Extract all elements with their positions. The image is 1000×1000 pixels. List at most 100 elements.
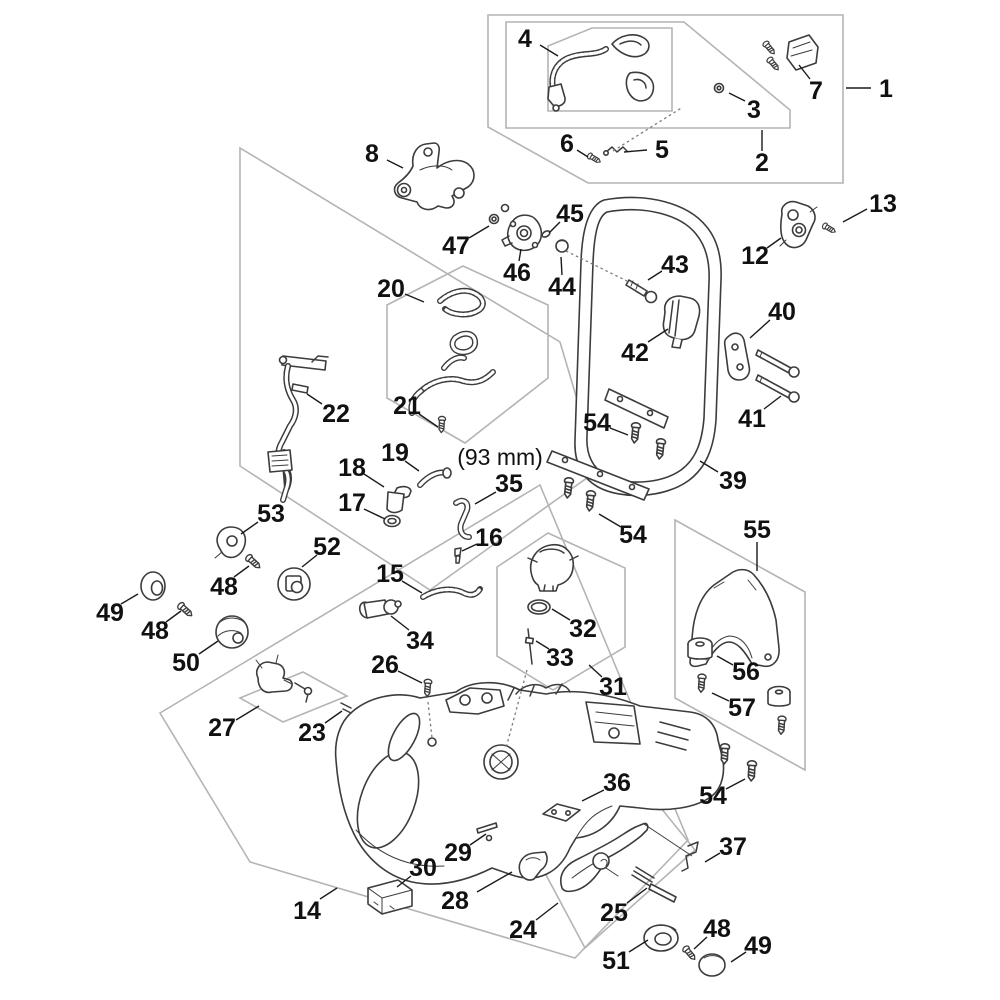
callout-20-21[interactable]: 20 xyxy=(377,275,425,303)
part-number-label-24[interactable]: 24 xyxy=(509,916,537,944)
part-number-label-40[interactable]: 40 xyxy=(768,298,796,326)
callout-15-29[interactable]: 15 xyxy=(376,560,423,594)
callout-51-51[interactable]: 51 xyxy=(602,939,649,975)
part-number-label-43[interactable]: 43 xyxy=(661,251,689,279)
callout-5-5[interactable]: 5 xyxy=(623,136,669,164)
part-number-label-16[interactable]: 16 xyxy=(475,524,503,552)
callout-40-14[interactable]: 40 xyxy=(749,298,796,339)
part-number-label-26[interactable]: 26 xyxy=(371,651,399,679)
part-number-label-31[interactable]: 31 xyxy=(599,673,627,701)
callout-26-31[interactable]: 26 xyxy=(371,651,423,684)
callout-29-45[interactable]: 29 xyxy=(444,833,487,867)
part-number-label-29[interactable]: 29 xyxy=(444,839,472,867)
part-number-label-2[interactable]: 2 xyxy=(755,149,769,177)
part-number-label-13[interactable]: 13 xyxy=(869,190,897,218)
part-number-label-21[interactable]: 21 xyxy=(393,392,421,420)
callout-6-6[interactable]: 6 xyxy=(560,130,589,158)
callout-36-47[interactable]: 36 xyxy=(581,769,631,802)
part-number-label-17[interactable]: 17 xyxy=(338,489,366,517)
part-number-label-36[interactable]: 36 xyxy=(603,769,631,797)
callout-2-4[interactable]: 2 xyxy=(755,130,769,177)
callout-45-10[interactable]: 45 xyxy=(548,200,584,234)
callout-54-19[interactable]: 54 xyxy=(583,409,629,437)
part-number-label-45[interactable]: 45 xyxy=(556,200,584,228)
callout-19-24[interactable]: 19 xyxy=(381,439,420,472)
part-number-label-51[interactable]: 51 xyxy=(602,947,630,975)
callout-34-30[interactable]: 34 xyxy=(390,615,434,655)
callout-14-43[interactable]: 14 xyxy=(293,887,338,925)
part-number-label-3[interactable]: 3 xyxy=(747,96,761,124)
part-number-label-1[interactable]: 1 xyxy=(879,75,893,103)
part-number-label-23[interactable]: 23 xyxy=(298,719,326,747)
part-number-label-42[interactable]: 42 xyxy=(621,339,649,367)
callout-49-38[interactable]: 49 xyxy=(96,593,139,627)
callout-24-48[interactable]: 24 xyxy=(509,902,559,944)
callout-22-23[interactable]: 22 xyxy=(306,393,350,428)
part-number-label-48[interactable]: 48 xyxy=(210,573,238,601)
part-number-label-35[interactable]: 35 xyxy=(495,470,523,498)
part-number-label-20[interactable]: 20 xyxy=(377,275,405,303)
callout-12-13[interactable]: 12 xyxy=(741,237,782,270)
callout-41-17[interactable]: 41 xyxy=(738,395,782,433)
callout-48-36[interactable]: 48 xyxy=(210,565,250,601)
callout-30-44[interactable]: 30 xyxy=(396,854,437,888)
callout-3-1[interactable]: 3 xyxy=(728,92,761,124)
part-number-label-33[interactable]: 33 xyxy=(546,644,574,672)
part-number-label-37[interactable]: 37 xyxy=(719,833,747,861)
callout-50-40[interactable]: 50 xyxy=(172,640,219,677)
part-number-label-34[interactable]: 34 xyxy=(406,627,434,655)
part-number-label-4[interactable]: 4 xyxy=(518,25,532,53)
part-number-label-19[interactable]: 19 xyxy=(381,439,409,467)
callout-13-12[interactable]: 13 xyxy=(842,190,897,223)
callout-16-28[interactable]: 16 xyxy=(461,524,503,552)
part-number-label-41[interactable]: 41 xyxy=(738,405,766,433)
part-number-label-57[interactable]: 57 xyxy=(728,694,756,722)
part-number-label-8[interactable]: 8 xyxy=(365,140,379,168)
part-number-label-25[interactable]: 25 xyxy=(600,899,628,927)
part-number-label-50[interactable]: 50 xyxy=(172,649,200,677)
part-number-label-46[interactable]: 46 xyxy=(503,259,531,287)
callout-33-33[interactable]: 33 xyxy=(535,640,574,672)
callout-46-9[interactable]: 46 xyxy=(503,248,531,287)
part-number-label-39[interactable]: 39 xyxy=(719,467,747,495)
callout-54-20[interactable]: 54 xyxy=(598,513,647,549)
callout-52-37[interactable]: 52 xyxy=(301,533,341,568)
callout-53-35[interactable]: 53 xyxy=(240,500,285,535)
callout-32-32[interactable]: 32 xyxy=(551,608,597,643)
callout-47-8[interactable]: 47 xyxy=(442,225,490,260)
part-number-label-53[interactable]: 53 xyxy=(257,500,285,528)
callout-8-7[interactable]: 8 xyxy=(365,140,404,169)
part-number-label-55[interactable]: 55 xyxy=(743,516,771,544)
callout-48-52[interactable]: 48 xyxy=(693,915,731,950)
part-number-label-56[interactable]: 56 xyxy=(732,658,760,686)
callout-23-42[interactable]: 23 xyxy=(298,710,343,747)
part-number-label-48[interactable]: 48 xyxy=(703,915,731,943)
callout-27-41[interactable]: 27 xyxy=(208,705,260,742)
part-number-label-48[interactable]: 48 xyxy=(141,617,169,645)
part-number-label-7[interactable]: 7 xyxy=(809,77,823,105)
part-number-label-32[interactable]: 32 xyxy=(569,615,597,643)
callout-18-25[interactable]: 18 xyxy=(338,454,385,488)
callout-42-16[interactable]: 42 xyxy=(621,328,669,367)
callout-21-22[interactable]: 21 xyxy=(393,392,439,428)
callout-7-2[interactable]: 7 xyxy=(798,64,823,105)
part-number-label-49[interactable]: 49 xyxy=(96,599,124,627)
part-number-label-15[interactable]: 15 xyxy=(376,560,404,588)
part-number-label-54[interactable]: 54 xyxy=(619,521,647,549)
callout-25-49[interactable]: 25 xyxy=(600,887,648,927)
part-number-label-44[interactable]: 44 xyxy=(548,273,576,301)
part-number-label-47[interactable]: 47 xyxy=(442,232,470,260)
callout-37-50[interactable]: 37 xyxy=(704,833,747,863)
part-number-label-49[interactable]: 49 xyxy=(744,932,772,960)
part-number-label-22[interactable]: 22 xyxy=(322,400,350,428)
callout-54-57[interactable]: 54 xyxy=(699,778,746,810)
callout-55-54[interactable]: 55 xyxy=(743,516,771,571)
part-number-label-27[interactable]: 27 xyxy=(208,714,236,742)
part-number-label-14[interactable]: 14 xyxy=(293,897,321,925)
part-number-label-5[interactable]: 5 xyxy=(655,136,669,164)
callout-17-26[interactable]: 17 xyxy=(338,489,386,520)
callout-44-11[interactable]: 44 xyxy=(548,256,576,301)
part-number-label-54[interactable]: 54 xyxy=(699,782,727,810)
part-number-label-30[interactable]: 30 xyxy=(409,854,437,882)
part-number-label-54[interactable]: 54 xyxy=(583,409,611,437)
